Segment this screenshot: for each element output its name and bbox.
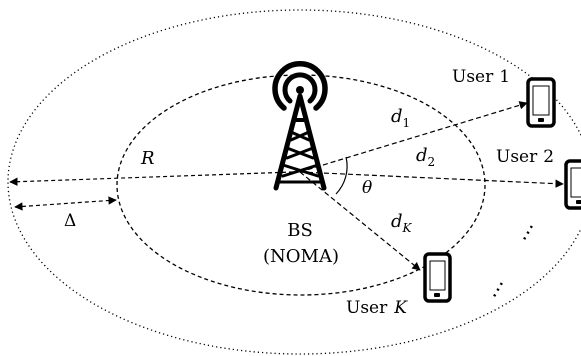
distance-arrow-1	[299, 101, 528, 173]
guard-zone-arrow	[14, 196, 117, 211]
angle-arc	[335, 156, 348, 195]
radius-label: R	[140, 148, 155, 169]
smartphone-icon	[423, 252, 452, 303]
base-station-name: BS	[287, 220, 313, 241]
antenna-tower-icon	[272, 61, 328, 191]
distance-label-k: dK	[391, 211, 413, 235]
distance-arrow-k	[299, 171, 421, 271]
distance-label-1: d1	[391, 106, 410, 130]
angle-label: θ	[362, 178, 372, 198]
guard-zone-label: Δ	[64, 211, 76, 231]
ellipsis-upper: ⋯	[512, 218, 543, 247]
base-station-scheme: (NOMA)	[263, 246, 339, 267]
radius-arrow	[9, 171, 294, 186]
distance-arrow-2	[299, 171, 564, 188]
distance-label-2: d2	[416, 145, 435, 169]
outer-cell-boundary	[7, 9, 581, 355]
ellipsis-lower: ⋯	[482, 275, 513, 304]
smartphone-icon	[564, 159, 581, 210]
smartphone-icon	[526, 77, 556, 128]
